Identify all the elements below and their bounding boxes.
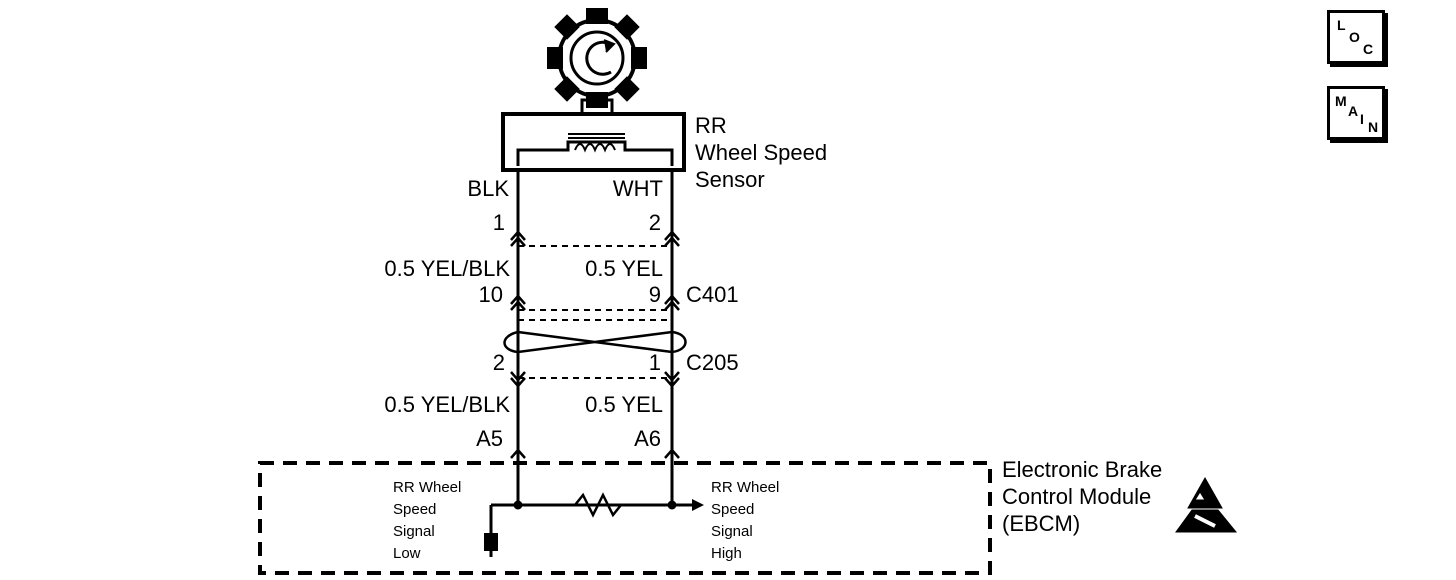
terminal-chevrons: [510, 230, 680, 459]
main-letter-i: I: [1360, 111, 1364, 127]
esd-warning-icon: [1175, 476, 1238, 533]
terminal-a5: A5: [476, 426, 503, 451]
low-signal-line-1: RR Wheel: [393, 479, 461, 496]
module-name-line-3: (EBCM): [1002, 511, 1080, 536]
sensor-body: [501, 112, 686, 172]
main-letter-n: N: [1368, 119, 1379, 135]
sensor-right-pin: 2: [649, 210, 661, 235]
loc-letter-l: L: [1337, 17, 1346, 33]
high-signal-line-4: High: [711, 545, 742, 562]
ebcm-internal-circuit: [489, 492, 692, 535]
sensor-left-color: BLK: [467, 176, 509, 201]
ebcm-box: [258, 461, 992, 575]
sensor-right-color: WHT: [613, 176, 663, 201]
upper-left-pin: 10: [479, 282, 503, 307]
sensor-left-pin: 1: [493, 210, 505, 235]
low-signal-line-3: Signal: [393, 523, 435, 540]
tone-wheel-icon: [547, 8, 647, 116]
signal-arrow-icon: [692, 499, 704, 511]
loc-letter-c: C: [1363, 41, 1374, 57]
upper-left-wire: 0.5 YEL/BLK: [384, 256, 510, 281]
low-signal-line-4: Low: [393, 545, 421, 562]
lower-right-pin: 1: [649, 350, 661, 375]
terminal-a6: A6: [634, 426, 661, 451]
main-button[interactable]: M A I N: [1327, 86, 1385, 140]
loc-button[interactable]: L O C: [1327, 10, 1385, 64]
lower-left-pin: 2: [493, 350, 505, 375]
sensor-name-line-1: RR: [695, 113, 727, 138]
module-name-line-1: Electronic Brake: [1002, 457, 1162, 482]
ground-icon: [484, 533, 498, 557]
connector-c205: [518, 319, 672, 379]
twisted-pair-icon: [503, 330, 687, 354]
loc-letter-o: O: [1349, 29, 1360, 45]
high-signal-line-3: Signal: [711, 523, 753, 540]
connector-c401: [518, 245, 672, 311]
lower-left-wire: 0.5 YEL/BLK: [384, 392, 510, 417]
main-letter-a: A: [1348, 103, 1359, 119]
sensor-name-line-3: Sensor: [695, 167, 765, 192]
low-signal-line-2: Speed: [393, 501, 436, 518]
lower-right-wire: 0.5 YEL: [585, 392, 663, 417]
upper-right-pin: 9: [649, 282, 661, 307]
sensor-name-line-2: Wheel Speed: [695, 140, 827, 165]
upper-right-wire: 0.5 YEL: [585, 256, 663, 281]
high-signal-line-1: RR Wheel: [711, 479, 779, 496]
connector-c205-label: C205: [686, 350, 739, 375]
high-signal-line-2: Speed: [711, 501, 754, 518]
connector-c401-label: C401: [686, 282, 739, 307]
main-letter-m: M: [1335, 93, 1347, 109]
module-name-line-2: Control Module: [1002, 484, 1151, 509]
